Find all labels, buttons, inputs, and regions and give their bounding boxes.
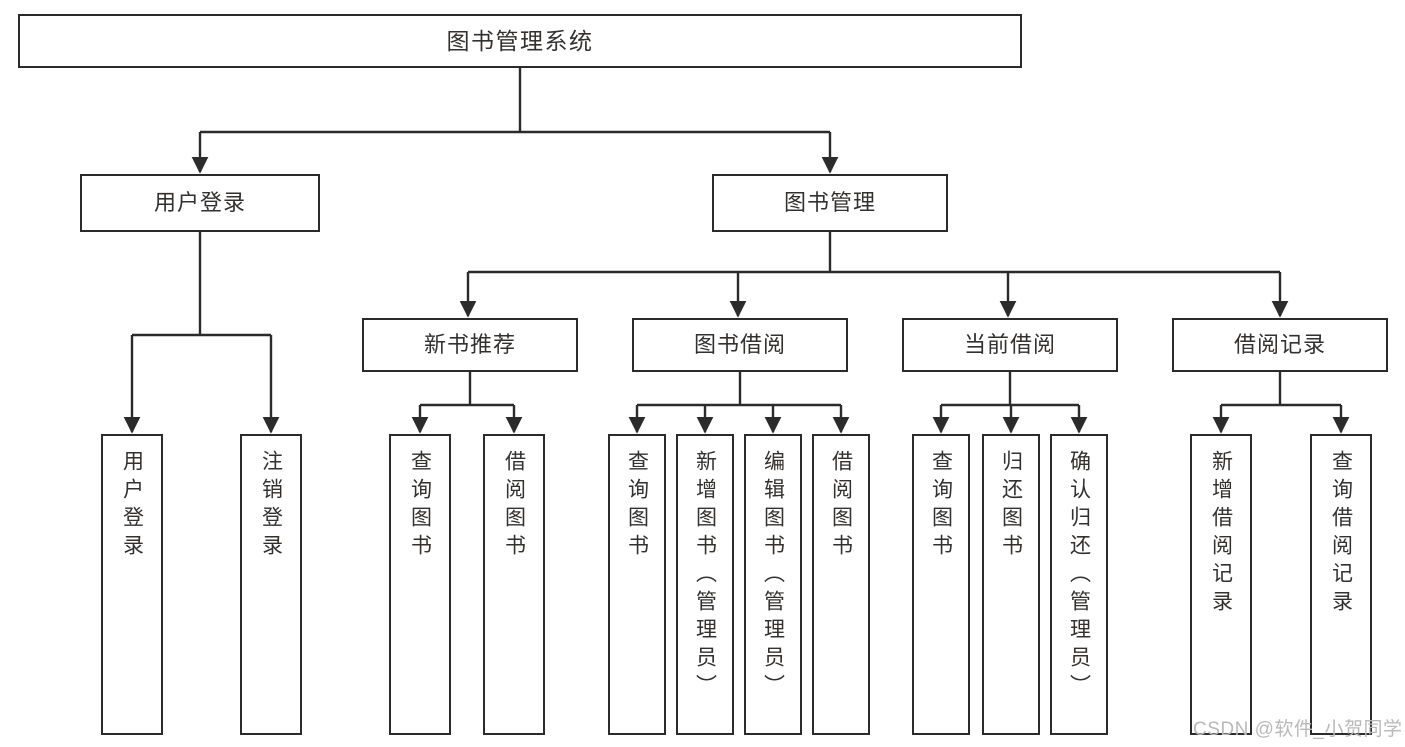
node-leaf-user-login[interactable]: 用户登录 — [101, 434, 163, 735]
node-book-borrow[interactable]: 图书借阅 — [632, 318, 848, 372]
node-label: 当前借阅 — [963, 332, 1056, 357]
node-label: 借阅图书 — [829, 450, 853, 562]
node-label: 用户登录 — [153, 190, 246, 215]
node-label: 查询借阅记录 — [1329, 450, 1353, 618]
node-leaf-query-book-3[interactable]: 查询图书 — [912, 434, 970, 735]
node-user-login[interactable]: 用户登录 — [80, 174, 320, 232]
node-label: 查询图书 — [625, 450, 649, 562]
node-leaf-query-book-2[interactable]: 查询图书 — [608, 434, 666, 735]
node-label: 归还图书 — [999, 450, 1023, 562]
node-leaf-query-book-1[interactable]: 查询图书 — [389, 434, 451, 735]
node-leaf-edit-book[interactable]: 编辑图书（管理员） — [744, 434, 802, 735]
node-leaf-query-record[interactable]: 查询借阅记录 — [1310, 434, 1372, 735]
node-label: 借阅记录 — [1233, 332, 1326, 357]
node-label: 借阅图书 — [502, 450, 526, 562]
node-label: 编辑图书（管理员） — [761, 450, 785, 702]
node-label: 确认归还（管理员） — [1067, 450, 1091, 702]
node-leaf-add-book[interactable]: 新增图书（管理员） — [676, 434, 734, 735]
node-label: 注销登录 — [259, 450, 283, 562]
node-label: 用户登录 — [120, 450, 144, 562]
node-leaf-borrow-book-1[interactable]: 借阅图书 — [483, 434, 545, 735]
node-new-book-recommend[interactable]: 新书推荐 — [362, 318, 578, 372]
node-label: 新增借阅记录 — [1209, 450, 1233, 618]
node-borrow-record[interactable]: 借阅记录 — [1172, 318, 1388, 372]
node-leaf-confirm-return[interactable]: 确认归还（管理员） — [1050, 434, 1108, 735]
node-leaf-return-book[interactable]: 归还图书 — [982, 434, 1040, 735]
node-leaf-user-logout[interactable]: 注销登录 — [240, 434, 302, 735]
node-label: 图书管理系统 — [446, 27, 594, 54]
node-label: 查询图书 — [929, 450, 953, 562]
node-label: 图书管理 — [783, 190, 876, 215]
node-root-system[interactable]: 图书管理系统 — [18, 14, 1022, 68]
node-label: 图书借阅 — [693, 332, 786, 357]
node-label: 新增图书（管理员） — [693, 450, 717, 702]
node-current-borrow[interactable]: 当前借阅 — [902, 318, 1118, 372]
node-leaf-borrow-book-2[interactable]: 借阅图书 — [812, 434, 870, 735]
node-label: 查询图书 — [408, 450, 432, 562]
node-label: 新书推荐 — [423, 332, 516, 357]
node-leaf-add-record[interactable]: 新增借阅记录 — [1190, 434, 1252, 735]
node-book-manage[interactable]: 图书管理 — [712, 174, 948, 232]
